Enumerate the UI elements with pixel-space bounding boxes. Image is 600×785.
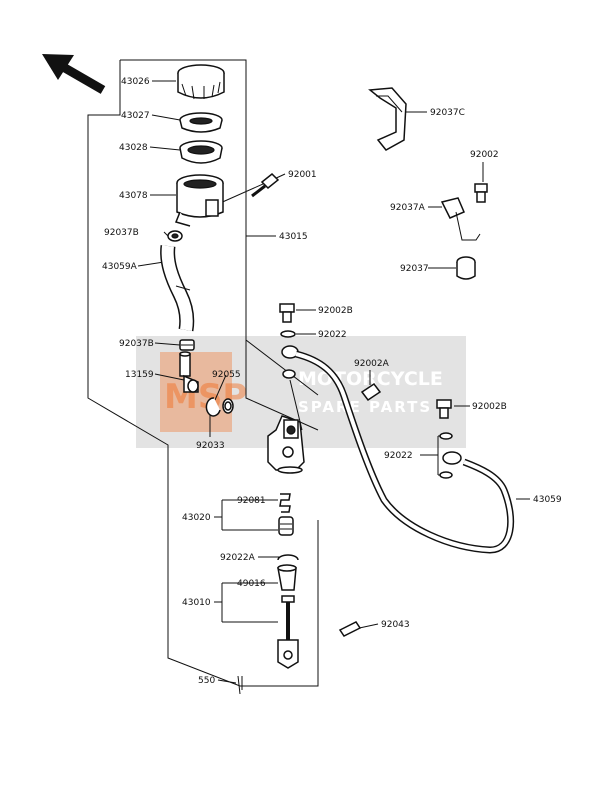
part-master-cylinder-body (267, 415, 305, 474)
label-43028: 43028 (119, 143, 148, 153)
label-13159: 13159 (125, 370, 154, 380)
part-550-cotter-pin (237, 675, 243, 695)
label-92001: 92001 (288, 170, 317, 180)
label-92081: 92081 (237, 496, 266, 506)
label-92022-top: 92022 (318, 330, 347, 340)
part-92037C-hose-clamp (368, 87, 407, 151)
part-43010-push-rod (277, 595, 299, 669)
part-43028-diaphragm (179, 140, 223, 164)
label-43015: 43015 (279, 232, 308, 242)
label-43010: 43010 (182, 598, 211, 608)
label-92002: 92002 (470, 150, 499, 160)
part-49016-boot (277, 564, 297, 591)
part-92055-o-ring (222, 398, 234, 414)
label-43059A: 43059A (102, 262, 138, 272)
label-92002A: 92002A (354, 359, 390, 369)
label-92033: 92033 (196, 441, 225, 451)
part-43059-brake-hose (281, 345, 515, 554)
part-43020-piston (278, 516, 294, 536)
part-92037A-bracket (440, 197, 481, 241)
part-92001-reservoir-bolt (251, 172, 280, 198)
part-92002A-bolt (360, 382, 382, 402)
part-13159-hose-fitting (179, 351, 199, 393)
label-92037A: 92037A (390, 203, 426, 213)
part-92033-circlip (205, 397, 221, 417)
part-92081-spring (279, 493, 291, 513)
label-43078: 43078 (119, 191, 148, 201)
label-43059: 43059 (533, 495, 562, 505)
label-92055: 92055 (212, 370, 241, 380)
part-92002B-banjo-bolt-top (279, 303, 295, 323)
part-92037B-clamp-top (167, 230, 183, 242)
label-92037C: 92037C (430, 108, 465, 118)
label-92043: 92043 (381, 620, 410, 630)
label-43027: 43027 (121, 111, 150, 121)
part-pipe-fitting (282, 369, 303, 431)
leader-lines (137, 80, 530, 684)
label-92037B-top: 92037B (104, 228, 139, 238)
label-92002B-top: 92002B (318, 306, 353, 316)
part-92037B-clamp-mid (179, 339, 195, 351)
part-92022A-circlip (277, 554, 299, 561)
part-labels: 43026 43027 43028 43078 92037B 43059A 92… (102, 77, 562, 686)
part-43078-reservoir-tank (174, 174, 224, 227)
label-92037: 92037 (400, 264, 429, 274)
part-43059A-reservoir-hose (160, 245, 195, 332)
part-92037-grommet (456, 256, 476, 280)
label-92022-right: 92022 (384, 451, 413, 461)
watermark-line2: SPARE PARTS (298, 398, 432, 416)
part-92022-washers-right (439, 432, 453, 479)
label-43020: 43020 (182, 513, 211, 523)
label-550: 550 (198, 676, 215, 686)
part-43027-diaphragm-plate (179, 112, 223, 133)
label-92002B-right: 92002B (472, 402, 507, 412)
watermark-initials: MSP (164, 377, 247, 417)
part-92022-washer-top (280, 330, 296, 338)
front-arrow-icon (42, 54, 106, 94)
part-92043-clevis-pin (338, 621, 362, 637)
label-49016: 49016 (237, 579, 266, 589)
part-92002-bolt (474, 183, 488, 203)
label-92022A: 92022A (220, 553, 256, 563)
part-43026-reservoir-cap (177, 64, 225, 100)
label-43026: 43026 (121, 77, 150, 87)
part-92002B-banjo-bolt-right (436, 399, 452, 419)
label-92037B-mid: 92037B (119, 339, 154, 349)
